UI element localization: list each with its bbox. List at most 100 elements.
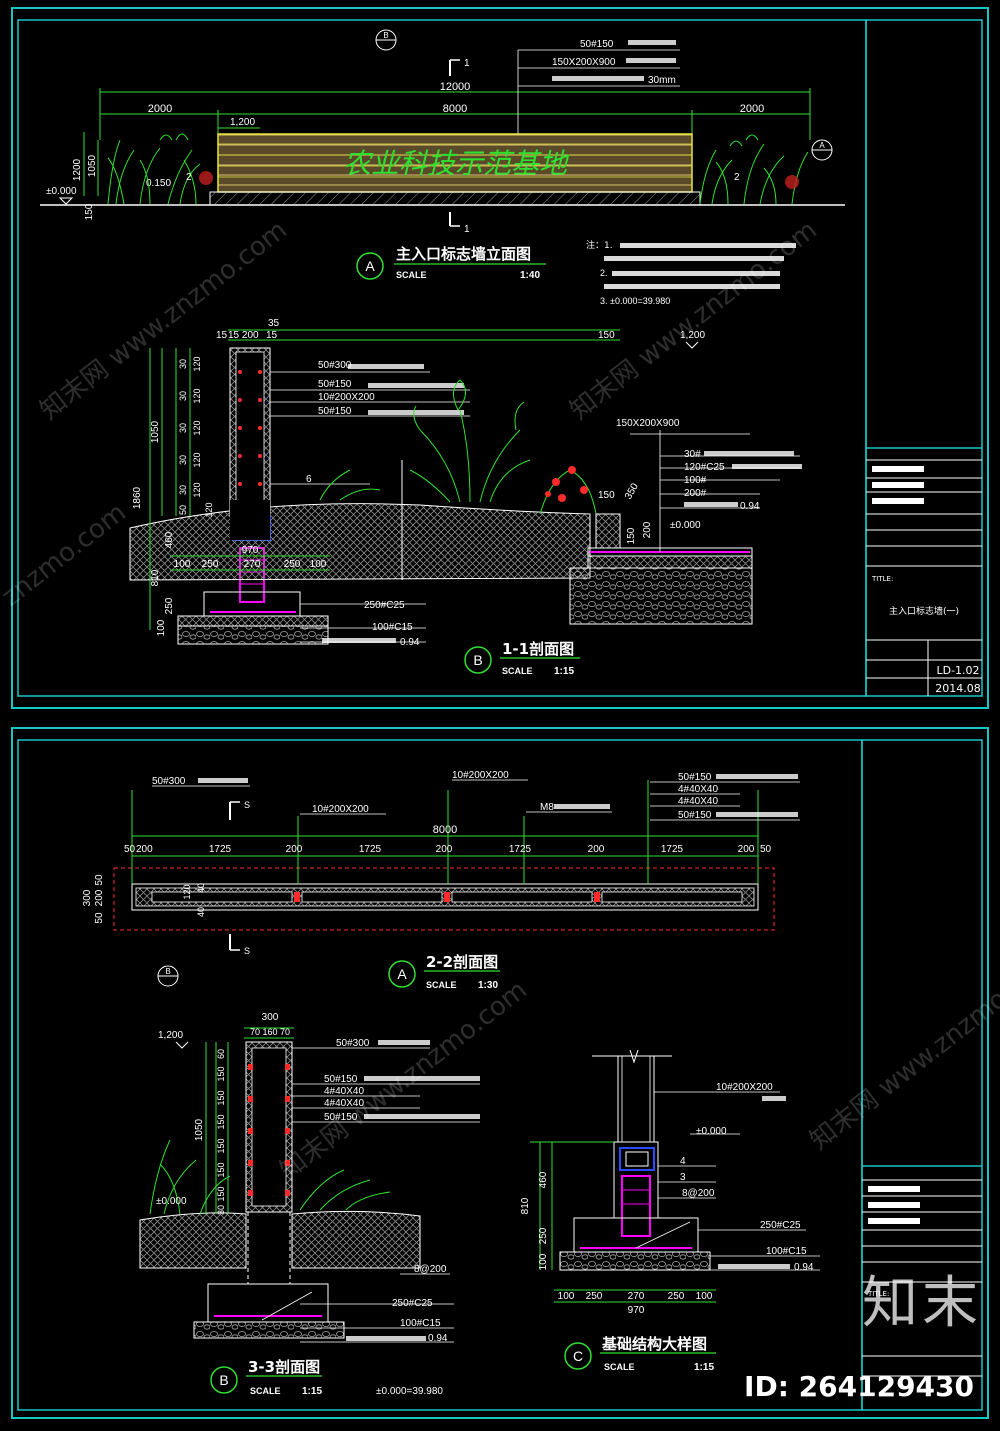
- plan-seg-4: 1725: [359, 844, 382, 855]
- s33-circle-letter: B: [219, 1372, 228, 1388]
- s11-top-dim-2: 15 200: [228, 330, 259, 341]
- elev-dim-right: 2000: [740, 103, 764, 115]
- plan-lbl-r3: 4#40X40: [678, 796, 718, 807]
- section-1-1-drawing: 15 15 200 15 35 150 1,200: [129, 318, 802, 648]
- s11-top-dim-1: 15: [216, 330, 228, 341]
- plan-lbl-r2: 4#40X40: [678, 784, 718, 795]
- plan-inner-dim-2: 40: [196, 907, 206, 917]
- s33-lbl-1: 50#300: [336, 1038, 370, 1049]
- plan-lbl-m8: M8: [540, 802, 554, 813]
- s11-scale: 1:15: [554, 666, 574, 677]
- s11-stack-6: 30: [178, 455, 188, 465]
- s33-lbl-7: 250#C25: [392, 1298, 433, 1309]
- plan-seg-2: 1725: [209, 844, 232, 855]
- s33-lbl-2: 50#150: [324, 1074, 358, 1085]
- s33-stack-1: 150: [216, 1066, 226, 1081]
- s11-stack-8: 30: [178, 485, 188, 495]
- elev-circle-letter: A: [365, 258, 375, 274]
- plants-left: [107, 133, 201, 205]
- s11-bot-dim-2: 250: [202, 559, 219, 570]
- s11-stack-11: 120: [204, 502, 214, 517]
- s11-stack-4: 30: [178, 423, 188, 433]
- plan-circle-letter: A: [397, 966, 407, 982]
- s11-dim-1200: 1,200: [680, 330, 705, 341]
- note-1: 注：1.: [586, 239, 613, 251]
- brand-logo: 知末: [862, 1271, 982, 1336]
- plan-seg-10: 50: [760, 844, 772, 855]
- elev-title: 主入口标志墙立面图: [396, 245, 531, 263]
- sec-mark-bot: 1: [464, 224, 470, 235]
- s11-plants: [319, 379, 531, 503]
- s11-right-1: 150X200X900: [616, 418, 680, 429]
- s11-right-6: 0.94: [740, 501, 760, 512]
- sheet1-frame: [11, 7, 989, 709]
- s11-left-dim-2: 1050: [150, 420, 161, 443]
- s11-lbl-5: 6: [306, 474, 312, 485]
- elev-callout-b: B: [383, 31, 388, 40]
- s11-lbl-8: 0.94: [400, 637, 420, 648]
- elev-note-2: 150X200X900: [552, 57, 616, 68]
- s33-lbl-6: 8@200: [414, 1264, 447, 1275]
- s11-lbl-6: 250#C25: [364, 600, 405, 611]
- s33-dim-1050: 1050: [194, 1118, 205, 1141]
- s33-lbl-9: 0.94: [428, 1333, 448, 1344]
- plan-lbl-mid2: 10#200X200: [312, 804, 369, 815]
- elev-callout-a: A: [819, 141, 825, 150]
- s11-dim-150: 150: [598, 330, 615, 341]
- s33-datum: ±0.000: [156, 1196, 187, 1207]
- sheet1-titleblock: TITLE: 主入口标志墙(一) LD-1.02 2014.08: [866, 459, 982, 696]
- elevation-title-group: A 主入口标志墙立面图 SCALE 1:40: [356, 245, 546, 281]
- s11-dim-970: 970: [242, 545, 259, 556]
- s11-circle-letter: B: [473, 652, 482, 668]
- s11-stack-2: 30: [178, 391, 188, 401]
- s11-right-4: 100#: [684, 475, 707, 486]
- s11-left-dim-6: 100: [156, 619, 167, 636]
- fd-left-dim-3: 100: [538, 1253, 549, 1270]
- fd-left-dim-2: 250: [538, 1227, 549, 1244]
- fd-dim-970: 970: [628, 1305, 645, 1316]
- plan-seg-0: 50: [124, 844, 136, 855]
- id-tag: ID: 264129430: [744, 1370, 974, 1403]
- s33-plants: [149, 1139, 391, 1215]
- s11-right-2: 30#: [684, 449, 701, 460]
- s11-left-dim-3: 810: [150, 569, 161, 586]
- elev-note-3: 30mm: [648, 75, 676, 86]
- note-3: 3. ±0.000=39.980: [600, 296, 670, 306]
- elevation-drawing: 12000 2000 8000 2000 1,200 1200 1050 150…: [40, 29, 845, 235]
- elev-dim-h1050: 1050: [87, 154, 98, 177]
- s33-dim-300: 300: [262, 1012, 279, 1023]
- s11-left-dim-4: 460: [164, 531, 175, 548]
- sheet1-drawing-no: LD-1.02: [936, 664, 979, 677]
- s11-left-dim-1: 1860: [132, 486, 143, 509]
- s11-right-5: 200#: [684, 488, 707, 499]
- fd-lbl-3: 3: [680, 1172, 686, 1183]
- plan-seg-7: 200: [588, 844, 605, 855]
- elev-dim-h1200: 1200: [72, 158, 83, 181]
- s11-rdim-2: 350: [623, 481, 641, 501]
- elev-datum: ±0.000: [46, 186, 77, 197]
- fd-left-dim-0: 810: [520, 1197, 531, 1214]
- plan-left-dim-2: 200: [94, 889, 105, 906]
- plan-lbl-r1: 50#150: [678, 772, 712, 783]
- s11-stack-10: 50: [178, 505, 188, 515]
- fd-bot-dim-0: 100: [558, 1291, 575, 1302]
- s33-stack-4: 150: [216, 1138, 226, 1153]
- plan-scale-label: SCALE: [426, 980, 457, 990]
- sheet1-title-label: TITLE:: [871, 575, 893, 583]
- mark2-right: 2: [734, 172, 740, 183]
- s11-title: 1-1剖面图: [502, 640, 574, 658]
- plants-right: [699, 134, 809, 205]
- plan-sec-s-bot: S: [244, 946, 250, 956]
- s11-rdim-4: 200: [642, 521, 653, 538]
- plan-seg-3: 200: [286, 844, 303, 855]
- s33-stack-7: 30: [216, 1205, 226, 1215]
- elev-dim-150: 150: [84, 203, 95, 220]
- s33-lbl-4: 4#40X40: [324, 1098, 364, 1109]
- s11-bot-dim-4: 250: [284, 559, 301, 570]
- plan-seg-1: 200: [136, 844, 153, 855]
- fd-lbl-1: 10#200X200: [716, 1082, 773, 1093]
- s33-stack-2: 150: [216, 1090, 226, 1105]
- s11-stack-0: 30: [178, 359, 188, 369]
- sheet1-date: 2014.08: [935, 682, 981, 695]
